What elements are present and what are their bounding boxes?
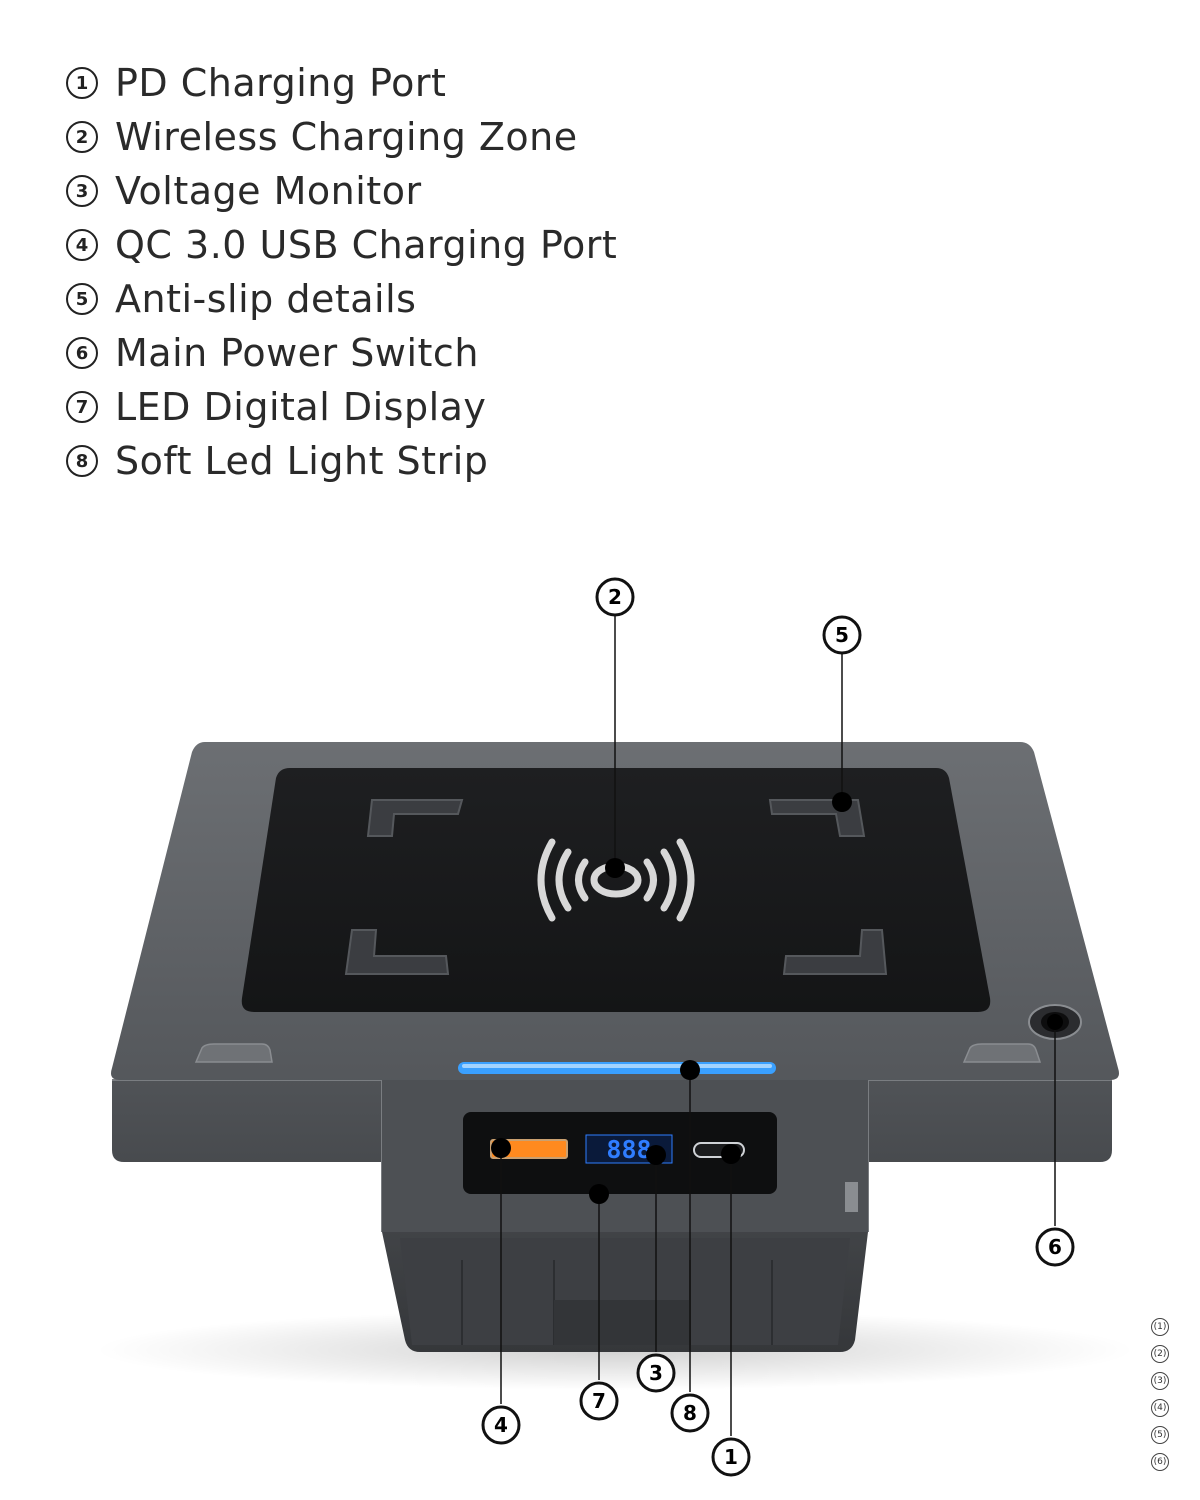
callout-marker-1: 1 bbox=[711, 1437, 751, 1477]
side-ref-marker: (3) bbox=[1151, 1372, 1169, 1390]
svg-text:7: 7 bbox=[592, 1389, 606, 1413]
legend-number: 4 bbox=[66, 229, 98, 261]
side-ref-marker: (5) bbox=[1151, 1426, 1169, 1444]
callout-marker-4: 4 bbox=[481, 1405, 521, 1445]
legend-number: 5 bbox=[66, 283, 98, 315]
callout-marker-7: 7 bbox=[579, 1381, 619, 1421]
feature-legend: 1 PD Charging Port 2 Wireless Charging Zon… bbox=[66, 56, 617, 488]
legend-number: 1 bbox=[66, 67, 98, 99]
svg-text:6: 6 bbox=[1048, 1235, 1062, 1259]
legend-item-usb-port: 4 QC 3.0 USB Charging Port bbox=[66, 218, 617, 272]
callout-marker-8: 8 bbox=[670, 1393, 710, 1433]
legend-item-pd-port: 1 PD Charging Port bbox=[66, 56, 617, 110]
callout-marker-5: 5 bbox=[822, 615, 862, 655]
side-ref-marker: (1) bbox=[1151, 1318, 1169, 1336]
callout-anchor-dots bbox=[491, 792, 1063, 1204]
front-notch bbox=[554, 1300, 690, 1345]
led-light-strip-glow bbox=[462, 1064, 772, 1068]
svg-text:2: 2 bbox=[608, 585, 622, 609]
legend-item-wireless-zone: 2 Wireless Charging Zone bbox=[66, 110, 617, 164]
side-ref-marker: (2) bbox=[1151, 1345, 1169, 1363]
svg-text:1: 1 bbox=[724, 1445, 738, 1469]
svg-text:8: 8 bbox=[683, 1401, 697, 1425]
callout-markers: 2 5 6 3 7 8 4 1 bbox=[481, 577, 1075, 1477]
mounting-tab-left bbox=[194, 1043, 273, 1063]
side-ref-marker: (4) bbox=[1151, 1399, 1169, 1417]
legend-number: 8 bbox=[66, 445, 98, 477]
callout-leader-lines bbox=[500, 616, 1056, 1436]
legend-number: 7 bbox=[66, 391, 98, 423]
anti-slip-pad-bottom-right bbox=[782, 929, 888, 975]
legend-label: PD Charging Port bbox=[115, 61, 447, 105]
legend-item-voltage-monitor: 3 Voltage Monitor bbox=[66, 164, 617, 218]
wireless-charging-pad bbox=[241, 768, 991, 1012]
svg-text:4: 4 bbox=[494, 1413, 508, 1437]
mounting-tab-right bbox=[962, 1043, 1042, 1063]
legend-label: LED Digital Display bbox=[115, 385, 487, 429]
callout-marker-3: 3 bbox=[636, 1353, 676, 1393]
front-lower-panel bbox=[400, 1238, 850, 1345]
legend-label: Voltage Monitor bbox=[115, 169, 422, 213]
legend-item-anti-slip: 5 Anti-slip details bbox=[66, 272, 617, 326]
legend-number: 2 bbox=[66, 121, 98, 153]
legend-label: Soft Led Light Strip bbox=[115, 439, 489, 483]
anti-slip-pads bbox=[344, 799, 888, 975]
svg-text:5: 5 bbox=[835, 623, 849, 647]
callout-marker-6: 6 bbox=[1035, 1227, 1075, 1267]
svg-text:3: 3 bbox=[649, 1361, 663, 1385]
side-ref-marker: (6) bbox=[1151, 1453, 1169, 1471]
anti-slip-pad-top-left bbox=[366, 799, 464, 837]
legend-item-led-display: 7 LED Digital Display bbox=[66, 380, 617, 434]
display-readout: 888 bbox=[606, 1135, 651, 1164]
side-reference-markers: (1) (2) (3) (4) (5) (6) bbox=[1151, 1318, 1169, 1480]
legend-label: Wireless Charging Zone bbox=[115, 115, 578, 159]
side-clip bbox=[845, 1182, 858, 1212]
legend-item-light-strip: 8 Soft Led Light Strip bbox=[66, 434, 617, 488]
callout-marker-2: 2 bbox=[595, 577, 635, 617]
legend-number: 3 bbox=[66, 175, 98, 207]
legend-item-power-switch: 6 Main Power Switch bbox=[66, 326, 617, 380]
wireless-charging-icon bbox=[537, 838, 695, 922]
legend-label: Anti-slip details bbox=[115, 277, 417, 321]
legend-number: 6 bbox=[66, 337, 98, 369]
anti-slip-pad-bottom-left bbox=[344, 929, 450, 975]
legend-label: Main Power Switch bbox=[115, 331, 479, 375]
legend-label: QC 3.0 USB Charging Port bbox=[115, 223, 618, 267]
